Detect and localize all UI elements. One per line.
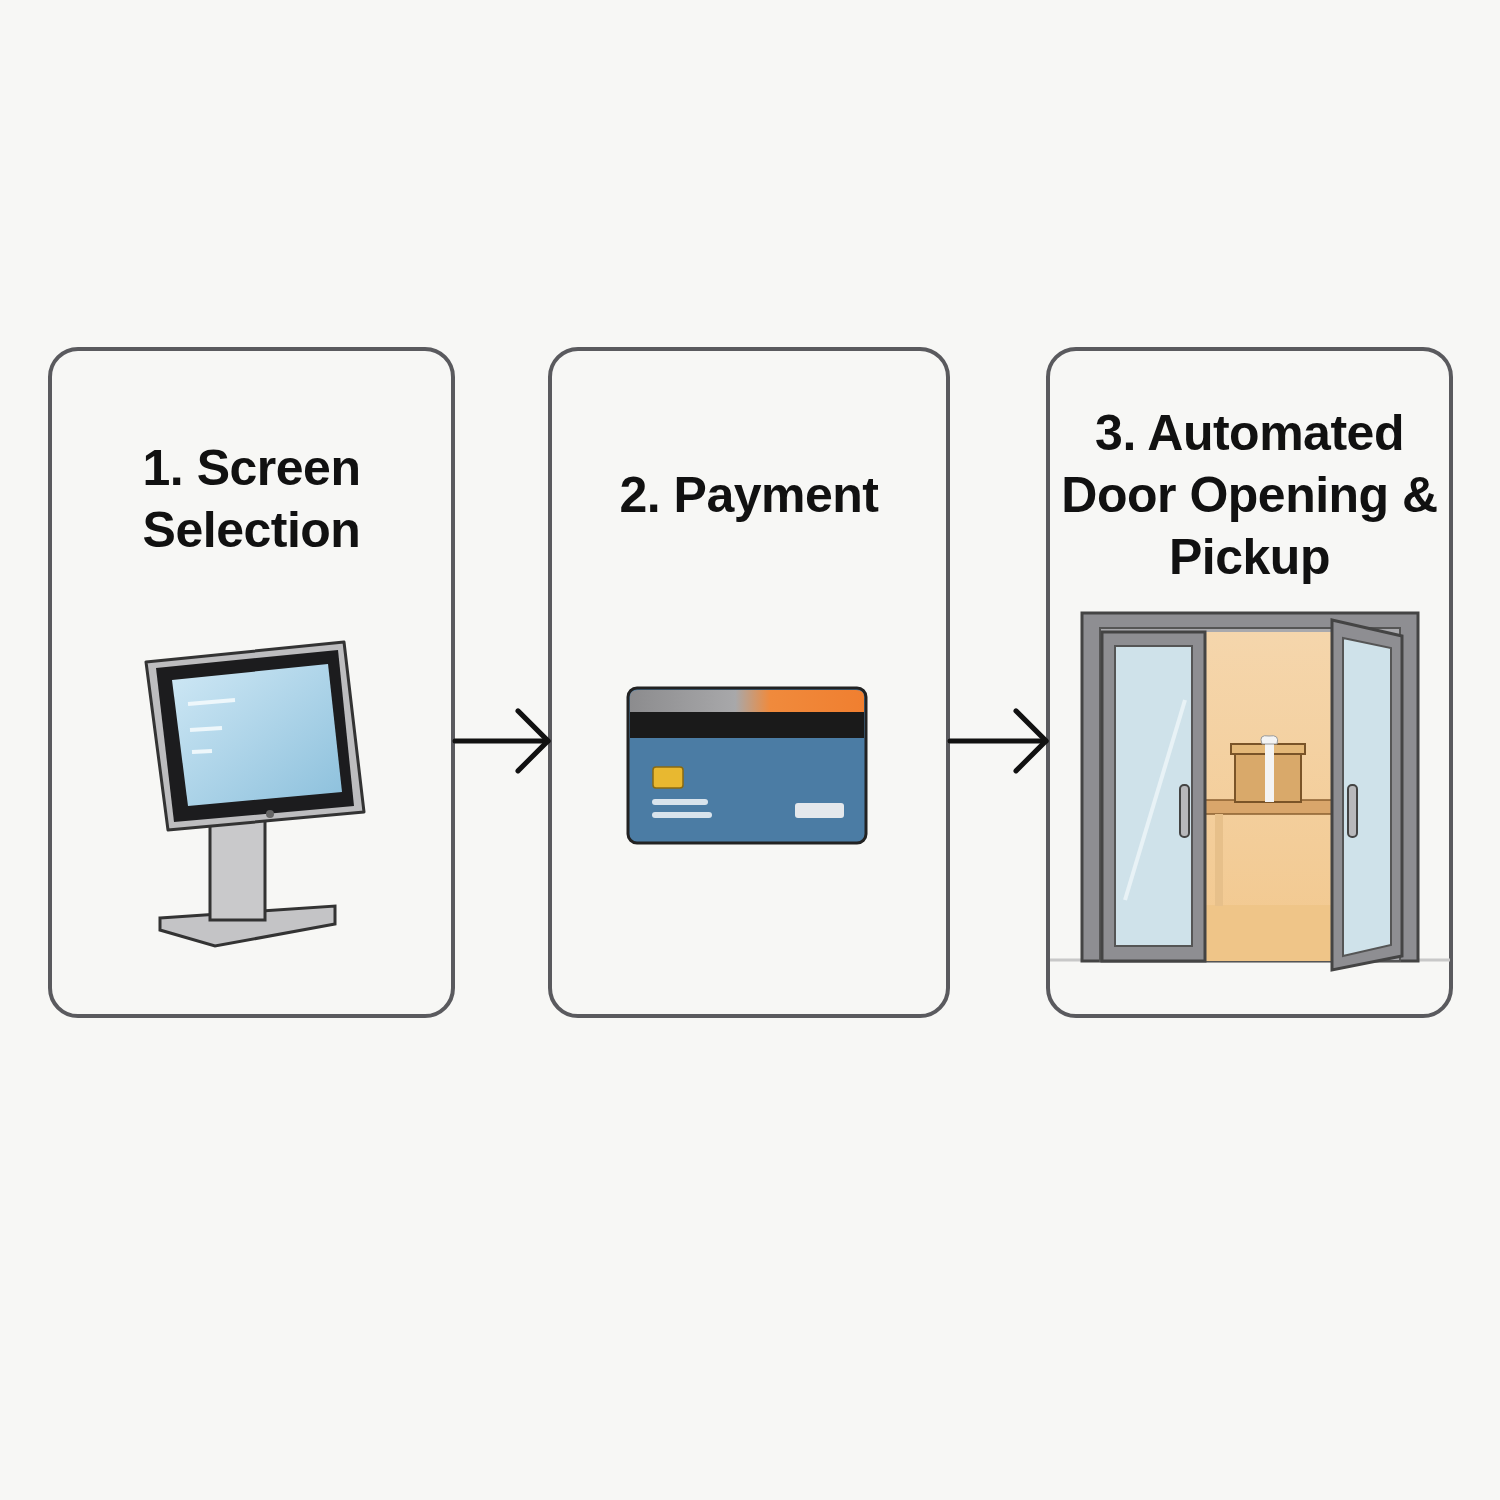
door-inner-frame [1100, 628, 1400, 961]
screen-line [190, 728, 222, 730]
arrow-head [518, 711, 548, 771]
right-glass [1343, 638, 1391, 956]
door-frame [1082, 613, 1418, 961]
glass-shine [1125, 700, 1185, 900]
screen-line [188, 700, 235, 704]
flow-arrow [950, 711, 1046, 771]
kiosk-button [266, 810, 274, 818]
arrow-head [1016, 711, 1046, 771]
kiosk-frame [156, 650, 354, 822]
kiosk-bezel [146, 642, 364, 830]
box-title: 2. Payment [552, 464, 946, 526]
box-title: 1. Screen Selection [52, 437, 451, 561]
screen-line [192, 751, 212, 752]
parcel-lid [1231, 744, 1305, 754]
door-handle [1348, 785, 1357, 837]
right-door [1332, 620, 1402, 970]
shelf-leg [1215, 814, 1223, 906]
arrow-line [950, 738, 1046, 743]
parcel-box [1235, 748, 1301, 802]
left-glass [1115, 646, 1192, 946]
pickup-shelf [1205, 800, 1332, 814]
kiosk-column [210, 812, 265, 920]
card-illustration [628, 688, 866, 843]
left-door [1102, 632, 1205, 961]
card-stripe [630, 690, 864, 712]
card-mark [795, 803, 844, 818]
kiosk-illustration [146, 642, 364, 946]
parcel-bow [1261, 736, 1278, 744]
card-line [652, 799, 708, 805]
door-handle [1180, 785, 1189, 837]
card-line [652, 812, 712, 818]
room-floor [1205, 905, 1335, 961]
door-illustration [1050, 613, 1450, 970]
process-box: 1. Screen Selection [48, 347, 455, 1018]
process-box: 3. Automated Door Opening & Pickup [1046, 347, 1453, 1018]
arrow-line [455, 738, 548, 743]
floor-line [1050, 959, 1450, 962]
magnetic-band [630, 712, 864, 738]
process-box: 2. Payment [548, 347, 950, 1018]
flow-arrow [455, 711, 548, 771]
card-chip [653, 767, 683, 788]
kiosk-screen [172, 664, 342, 806]
kiosk-base [160, 906, 335, 946]
room-interior [1205, 632, 1335, 961]
card-body [628, 688, 866, 843]
box-title: 3. Automated Door Opening & Pickup [1050, 402, 1449, 588]
parcel-ribbon [1265, 744, 1274, 802]
